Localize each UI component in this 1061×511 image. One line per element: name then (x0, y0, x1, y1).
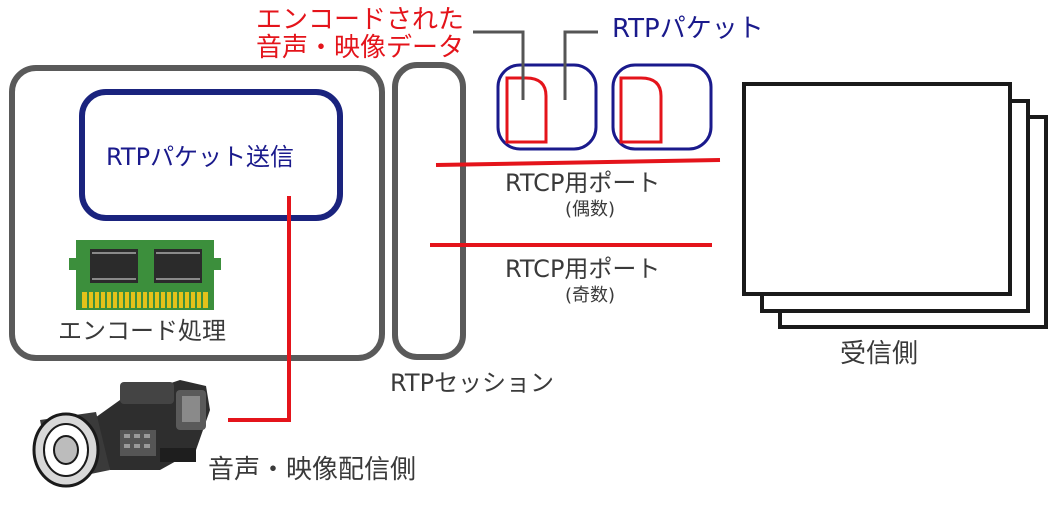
encoded-data-label-line1: エンコードされた (256, 5, 465, 35)
rtp-packet-send-label: RTPパケット送信 (106, 143, 295, 171)
rtp-packet-1 (496, 63, 598, 151)
sender-side-label: 音声・映像配信側 (208, 455, 417, 485)
video-camera-icon (32, 380, 210, 488)
payload-1 (505, 76, 548, 144)
send-to-camera-line (228, 196, 291, 422)
rtp-packet-2 (611, 63, 713, 151)
rtp-session-label: RTPセッション (390, 369, 555, 397)
rtp-send-box (79, 89, 343, 221)
receiver-side-label: 受信側 (840, 339, 919, 369)
payload-2 (619, 76, 663, 144)
encode-process-label: エンコード処理 (58, 317, 226, 345)
rtcp-port-odd-sub: (奇数) (565, 285, 616, 306)
rtcp-port-even-sub: (偶数) (565, 199, 616, 220)
callout-encoded-data (473, 30, 525, 100)
rtp-session-pill (392, 62, 466, 360)
sender-frame (9, 65, 385, 361)
rtcp-port-even-label: RTCP用ポート (505, 169, 661, 197)
rtp-packet-label: RTPパケット (612, 14, 764, 44)
rtcp-even-line (435, 158, 721, 167)
stacked-screens-icon (742, 82, 1048, 329)
callout-rtp-packet (563, 30, 598, 100)
encoded-data-label-line2: 音声・映像データ (256, 33, 465, 63)
memory-module-icon (69, 240, 221, 310)
rtcp-port-odd-label: RTCP用ポート (505, 255, 661, 283)
